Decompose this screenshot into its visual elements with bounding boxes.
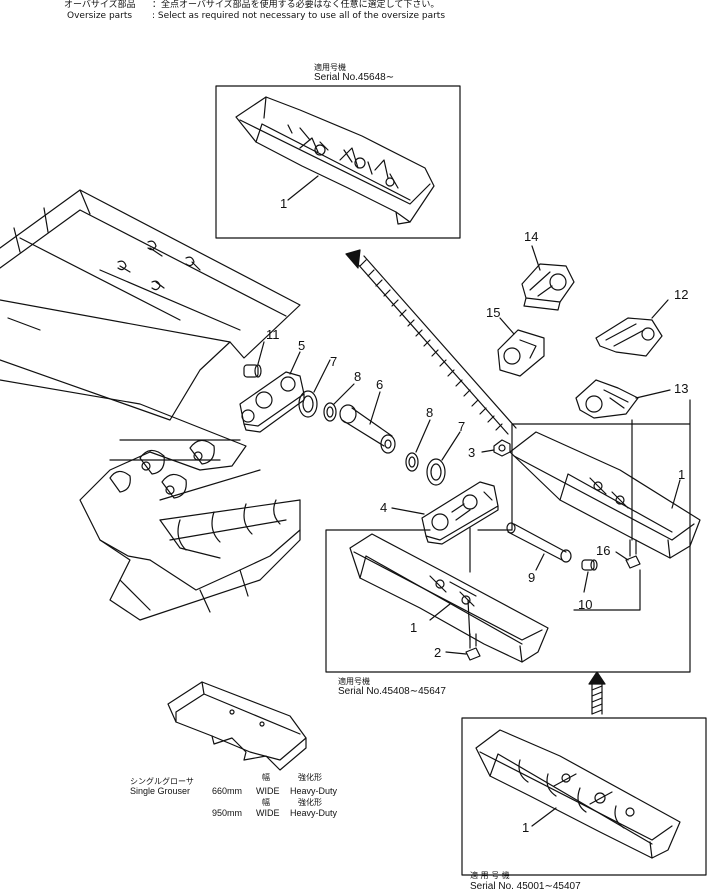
leader-1-middle xyxy=(430,604,450,620)
leader-14 xyxy=(532,246,540,270)
shoe-type-jp-2: 強化形 xyxy=(298,798,322,807)
arrow-from-bottom-inset xyxy=(589,672,605,714)
callout-7a: 7 xyxy=(330,354,338,369)
part-13-drawing xyxy=(576,380,638,418)
callout-3: 3 xyxy=(468,445,476,460)
leader-5 xyxy=(290,352,300,374)
part-12-drawing xyxy=(596,318,662,356)
part-16-bolt-drawing xyxy=(626,540,640,568)
leader-11 xyxy=(258,342,264,364)
inset-middle-jp: 適用号機 xyxy=(338,677,370,686)
callout-6: 6 xyxy=(376,377,384,392)
shoe-middle-left-drawing xyxy=(350,534,548,662)
callout-2: 2 xyxy=(434,645,442,660)
header-line2-label: Oversize parts xyxy=(67,11,133,21)
callout-4: 4 xyxy=(380,500,388,515)
leader-15 xyxy=(500,318,514,334)
callout-8a: 8 xyxy=(354,369,362,384)
shoe-type-jp: 強化形 xyxy=(298,773,322,782)
part-7a-seal-drawing xyxy=(299,391,317,417)
part-7b-seal-drawing xyxy=(427,459,445,485)
leader-1-bottom xyxy=(532,808,556,826)
part-6-bushing-drawing xyxy=(340,405,395,453)
header-line1-text: ：全点オーバサイズ部品を使用する必要はなく任意に選定して下さい。 xyxy=(152,0,440,10)
callout-1-middle: 1 xyxy=(410,620,418,635)
shoe-size-950: 950mm xyxy=(212,808,243,818)
callout-14: 14 xyxy=(524,229,539,244)
part-5-link-drawing xyxy=(240,372,304,432)
callout-15: 15 xyxy=(486,305,501,320)
inset-bottom-jp: 適 用 号 機 xyxy=(470,871,510,880)
leader-top-1 xyxy=(288,176,318,200)
shoe-name: Single Grouser xyxy=(130,786,191,796)
leader-8a xyxy=(334,384,354,404)
leader-9 xyxy=(536,554,544,570)
header-line2-text: : Select as required not necessary to us… xyxy=(152,11,446,21)
leader-2 xyxy=(446,652,466,654)
shoe-type-950: Heavy-Duty xyxy=(290,808,338,818)
part-14-drawing xyxy=(522,264,574,310)
part-8a-seal-drawing xyxy=(324,403,336,421)
callout-1-top: 1 xyxy=(280,196,288,211)
leader-7b xyxy=(442,432,460,460)
part-8b-seal-drawing xyxy=(406,453,418,471)
callout-10: 10 xyxy=(578,597,593,612)
part-4-link-drawing xyxy=(422,482,498,544)
part-15-drawing xyxy=(498,330,544,376)
callout-13: 13 xyxy=(674,381,689,396)
single-grouser-shoe-drawing xyxy=(168,682,306,770)
part-10-drawing xyxy=(582,560,597,570)
part-11-drawing xyxy=(244,365,261,377)
inset-middle-frame xyxy=(326,400,690,672)
arrow-to-top-inset xyxy=(346,250,516,434)
leader-3 xyxy=(482,450,494,452)
callout-12: 12 xyxy=(674,287,689,302)
shoe-name-jp: シングルグローサ xyxy=(130,777,194,786)
shoe-middle-right-drawing xyxy=(510,432,700,558)
part-9-pin-drawing xyxy=(507,523,571,562)
leader-13 xyxy=(636,390,670,398)
header-line1-label: オーバサイズ部品 xyxy=(64,0,136,10)
shoe-width-660: WIDE xyxy=(256,786,280,796)
leader-12 xyxy=(652,300,668,318)
callout-11: 11 xyxy=(266,327,280,342)
inset-middle-serial: Serial No.45408∼45647 xyxy=(338,686,446,697)
callout-1-bottom: 1 xyxy=(522,820,530,835)
callout-16: 16 xyxy=(596,543,611,558)
leader-6 xyxy=(370,392,380,424)
track-assembly-drawing xyxy=(0,190,300,620)
inset-top-jp: 適用号機 xyxy=(314,63,346,72)
leader-4 xyxy=(392,508,424,514)
callout-8b: 8 xyxy=(426,405,434,420)
shoe-width-950: WIDE xyxy=(256,808,280,818)
leader-8b xyxy=(416,420,430,452)
callout-5: 5 xyxy=(298,338,306,353)
shoe-type-660: Heavy-Duty xyxy=(290,786,338,796)
shoe-width-jp: 幅 xyxy=(262,773,270,782)
shoe-size-660: 660mm xyxy=(212,786,243,796)
part-3-nut-drawing xyxy=(494,440,510,456)
leader-10 xyxy=(584,572,588,592)
inset-top-serial: Serial No.45648∼ xyxy=(314,72,395,83)
inset-bottom-serial: Serial No. 45001∼45407 xyxy=(470,881,581,892)
shoe-top-drawing xyxy=(236,97,434,224)
callout-9: 9 xyxy=(528,570,536,585)
leader-16 xyxy=(616,552,628,560)
connector-lines xyxy=(468,420,640,640)
leader-7a xyxy=(314,360,330,392)
shoe-width-jp-2: 幅 xyxy=(262,798,270,807)
leader-1-right xyxy=(672,480,680,508)
callout-1-right: 1 xyxy=(678,467,686,482)
inset-bottom-frame xyxy=(462,718,706,875)
shoe-bottom-drawing xyxy=(476,730,680,858)
callout-7b: 7 xyxy=(458,419,466,434)
inset-top-frame xyxy=(216,86,460,238)
